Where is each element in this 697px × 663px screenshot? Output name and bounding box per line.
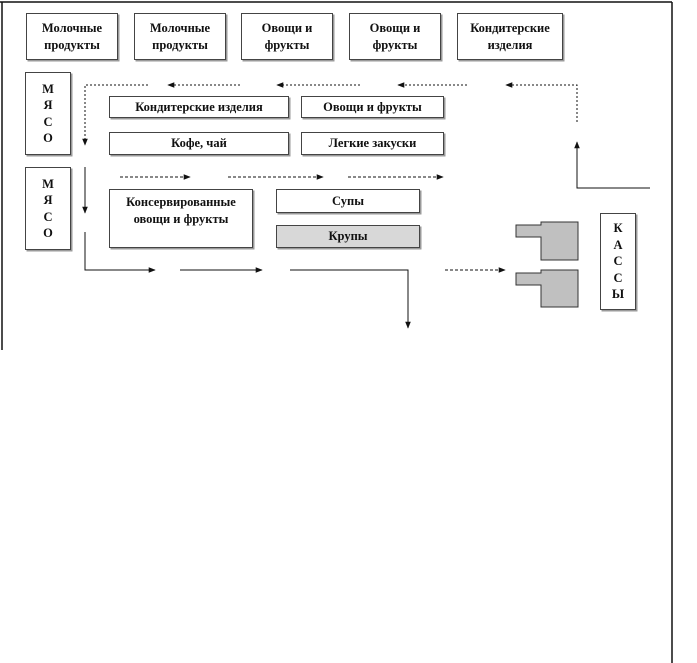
section-canned: Консервированные овощи и фрукты: [109, 189, 253, 248]
section-label: Консервированные овощи и фрукты: [126, 195, 236, 226]
section-label: МЯСО: [42, 81, 54, 146]
section-label: Легкие закуски: [328, 136, 417, 150]
section-label: Овощи и фрукты: [323, 99, 422, 114]
section-label: Кондитерские изделия: [470, 20, 550, 52]
flow-arrow: [505, 82, 578, 122]
section-label: Крупы: [328, 229, 368, 243]
section-label: Овощи и фрукты: [261, 20, 313, 52]
section-snacks: Легкие закуски: [301, 132, 444, 155]
section-label: Супы: [332, 193, 364, 208]
cash-register-icon: [515, 221, 579, 261]
section-produce-2: Овощи и фрукты: [349, 13, 441, 60]
section-confectionery: Кондитерские изделия: [109, 96, 289, 118]
section-confectionery-top: Кондитерские изделия: [457, 13, 563, 60]
section-label: Кофе, чай: [171, 136, 227, 150]
section-label: Молочные продукты: [41, 20, 103, 52]
cash-register-icon: [515, 269, 579, 308]
checkout-label: КАССЫ: [611, 221, 625, 302]
checkout-area: КАССЫ: [600, 213, 636, 310]
section-label: Молочные продукты: [149, 20, 211, 52]
section-meat-2: МЯСО: [25, 167, 71, 250]
section-coffee-tea: Кофе, чай: [109, 132, 289, 155]
section-soups: Супы: [276, 189, 420, 213]
section-produce-1: Овощи и фрукты: [241, 13, 333, 60]
exit-arrow: [290, 269, 411, 329]
section-meat-1: МЯСО: [25, 72, 71, 155]
section-label: Овощи и фрукты: [369, 20, 421, 52]
section-label: Кондитерские изделия: [135, 99, 263, 114]
section-cereals: Крупы: [276, 225, 420, 248]
section-label: МЯСО: [42, 176, 54, 241]
section-dairy-1: Молочные продукты: [26, 13, 118, 60]
flow-arrow: [84, 232, 156, 273]
section-dairy-2: Молочные продукты: [134, 13, 226, 60]
entrance-arrow: [574, 141, 650, 189]
section-vegetables-fruits: Овощи и фрукты: [301, 96, 444, 118]
flow-arrow: [82, 84, 148, 146]
